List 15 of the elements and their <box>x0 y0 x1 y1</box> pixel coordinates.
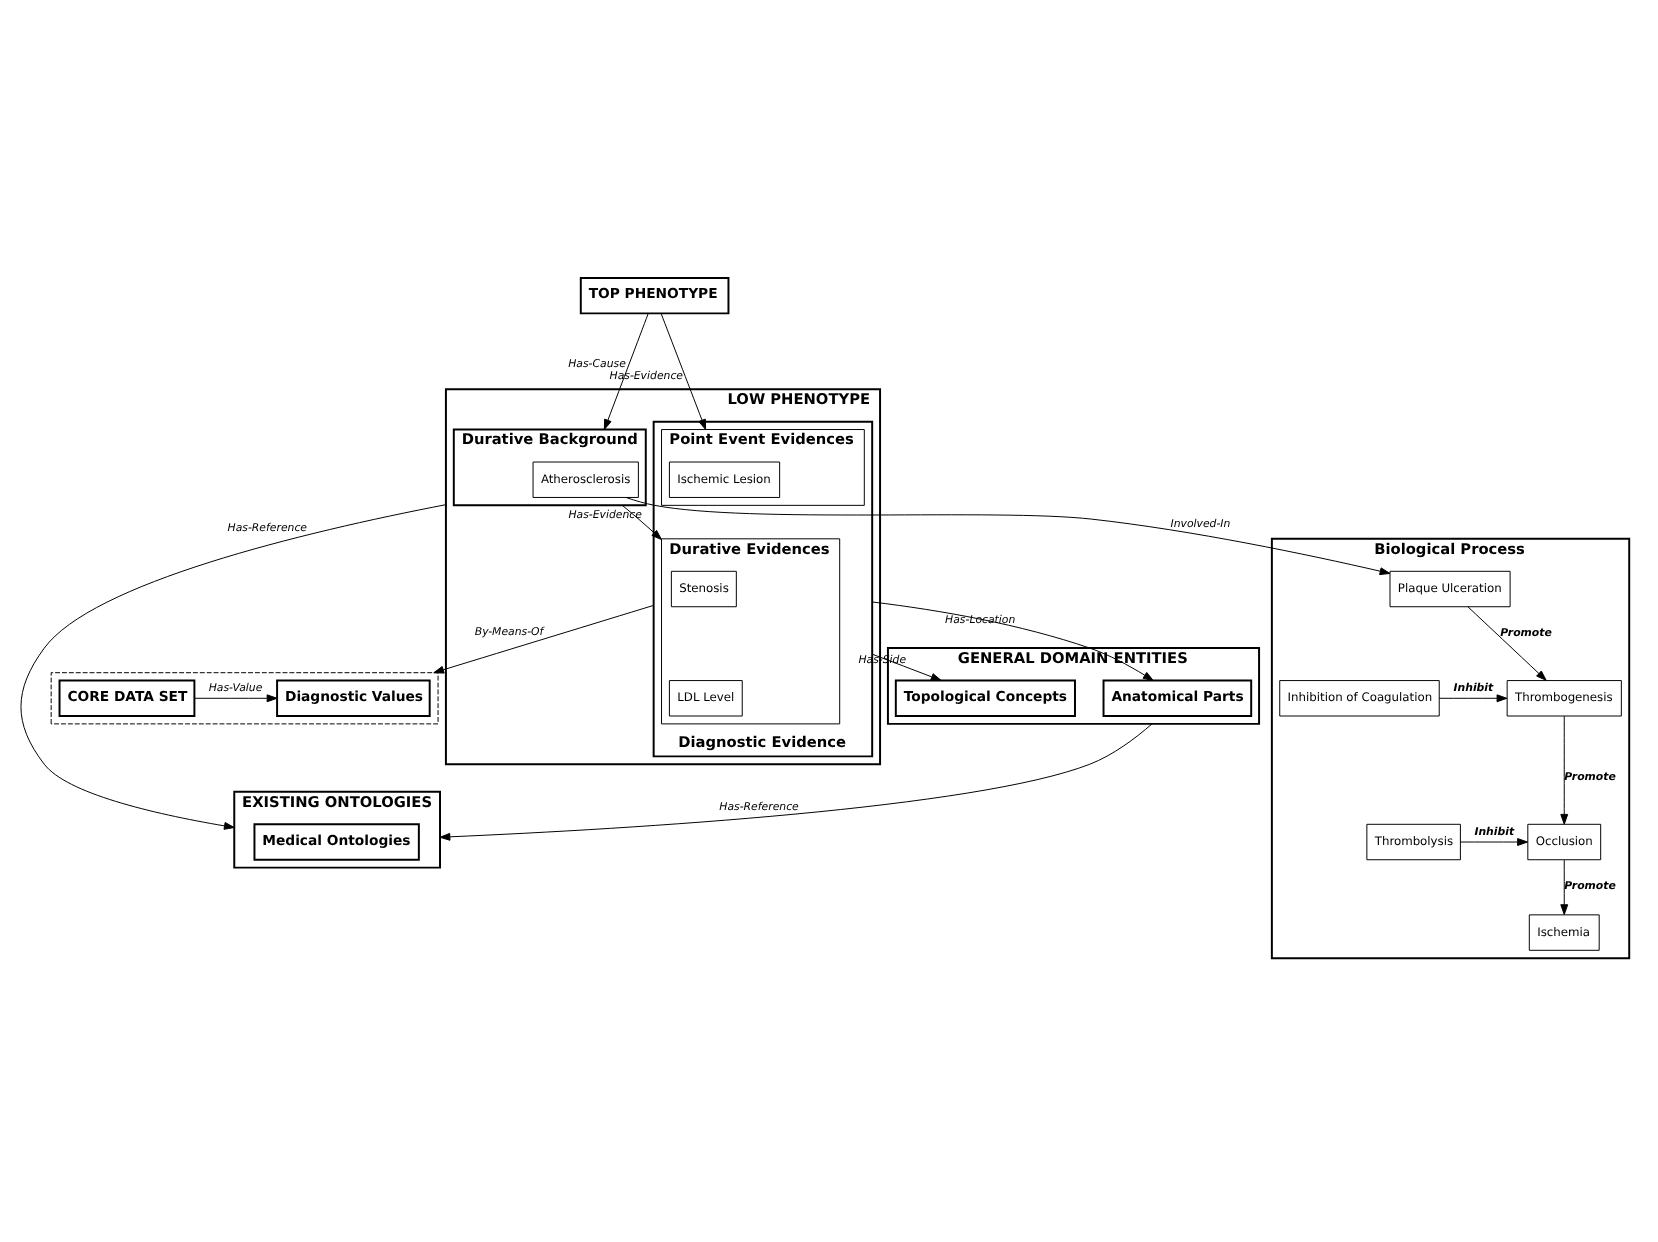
arrow <box>621 503 662 540</box>
arrow <box>1560 858 1569 915</box>
cluster <box>50 671 439 724</box>
arrow <box>439 722 1153 840</box>
arrow <box>1459 837 1528 845</box>
arrow <box>603 311 649 430</box>
arrow <box>1560 714 1569 824</box>
arrow <box>1438 693 1508 702</box>
arrow <box>1467 605 1547 680</box>
arrow <box>625 496 1391 575</box>
arrow <box>20 503 447 829</box>
arrow <box>194 693 278 702</box>
arrow <box>871 600 1154 681</box>
arrow <box>660 311 707 430</box>
arrow <box>433 603 655 673</box>
